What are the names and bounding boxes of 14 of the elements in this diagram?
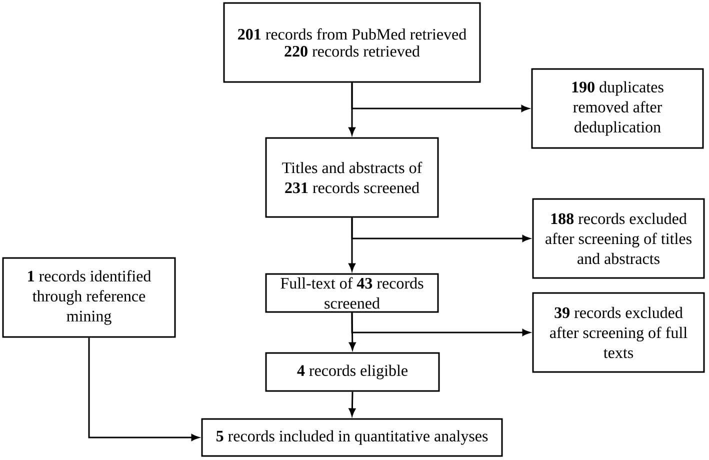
flow-box: 5 records included in quantitative analyses [201,418,503,457]
flow-box: 201 records from PubMed retrieved 220 records retrieved [223,2,481,83]
flow-box: 4 records eligible [265,352,440,392]
arrow [348,392,356,416]
flow-box: Full-text of 43 records screened [265,273,439,313]
flow-box: Titles and abstracts of 231 records screened [265,137,439,218]
flow-box: 188 records excluded after screening of titles and abstracts [532,198,705,279]
arrow [348,82,356,136]
flow-box: 1 records identified through reference mining [2,257,176,338]
flow-box: 39 records excluded after screening of full texts [532,292,705,373]
flow-box: 190 duplicates removed after deduplication [531,68,704,149]
arrow [88,338,200,441]
arrow [348,218,356,272]
arrow [349,312,356,350]
